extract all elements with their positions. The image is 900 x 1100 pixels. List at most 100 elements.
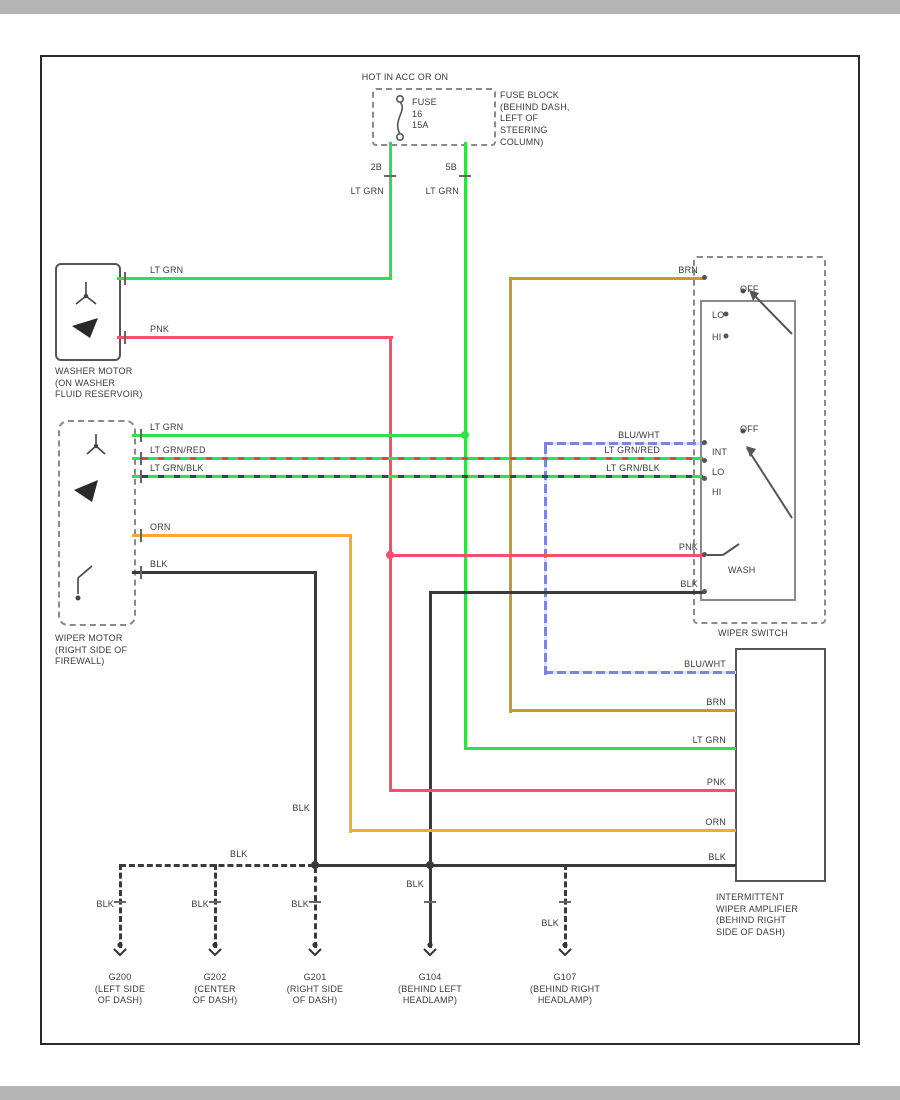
connector-tick	[140, 470, 142, 483]
wire-color-label: BLK	[680, 579, 698, 589]
wire-color-label: BLK	[150, 559, 168, 569]
wire-color-label: BLU/WHT	[618, 430, 660, 440]
wiper-motor-icon	[74, 434, 106, 601]
connector-tick	[140, 429, 142, 442]
wire-color-label: PNK	[678, 542, 698, 552]
wire-color-label: LT GRN	[692, 735, 726, 745]
fuse-label: FUSE 16 15A	[412, 97, 437, 131]
wire-blu-wht-to-amplifier	[544, 671, 736, 674]
amplifier-box	[735, 648, 826, 882]
diagram-frame	[40, 55, 860, 1045]
wire-blk-wiper-motor-ground-vertical	[314, 571, 317, 867]
wire-blk-drop-g107	[564, 864, 567, 948]
junction-dot	[461, 431, 469, 439]
ground-symbol-g104	[423, 942, 437, 957]
washer-motor-label: WASHER MOTOR (ON WASHER FLUID RESERVOIR)	[55, 366, 143, 400]
wire-orn-vertical	[349, 534, 352, 833]
switch-position-label: INT	[712, 447, 728, 457]
wiper-switch-label: WIPER SWITCH	[718, 628, 788, 638]
wire-pnk-to-amplifier	[389, 789, 736, 792]
letterbox-top	[0, 0, 900, 14]
connector-tick	[209, 901, 221, 903]
switch-position-label: OFF	[740, 284, 759, 294]
wire-blk-ground-bus-dashed	[120, 864, 314, 867]
ground-label-g104: G104 (BEHIND LEFT HEADLAMP)	[398, 972, 462, 1006]
connector-tick	[309, 901, 321, 903]
wire-color-label: LT GRN	[150, 422, 184, 432]
wire-blk-wiper-motor	[132, 571, 317, 574]
fuse-block-box	[372, 88, 496, 146]
switch-terminal	[702, 589, 707, 594]
connector-tick	[114, 901, 126, 903]
ground-label-g202: G202 (CENTER OF DASH)	[192, 972, 238, 1006]
wire-lt-grn-fuse-right-vertical	[464, 142, 467, 750]
switch-position-label: HI	[712, 487, 722, 497]
washer-pump-icon	[72, 282, 98, 338]
wire-lt-grn-to-amplifier	[464, 747, 736, 750]
connector-tick	[124, 331, 126, 344]
wire-color-label: LT GRN/BLK	[606, 463, 660, 473]
wire-blk-switch-ground	[429, 591, 705, 594]
hot-note: HOT IN ACC OR ON	[361, 72, 449, 82]
wire-orn-wiper-motor	[132, 534, 352, 537]
wire-lt-grn-fuse-left-vertical	[389, 142, 392, 280]
wire-color-label: ORN	[705, 817, 726, 827]
letterbox-bottom	[0, 1086, 900, 1100]
switch-position-label: LO	[712, 310, 725, 320]
switch-position-label: HI	[712, 332, 722, 342]
ground-label-g201: G201 (RIGHT SIDE OF DASH)	[286, 972, 344, 1006]
switch-position-label: LO	[712, 467, 725, 477]
wire-blk-ground-bus	[314, 864, 736, 867]
wire-lt-grn-wiper-motor	[132, 434, 468, 437]
wire-blk-drop-g201	[314, 867, 317, 948]
switch-terminal	[702, 552, 707, 557]
wire-color-label: PNK	[150, 324, 170, 334]
switch-terminal	[702, 476, 707, 481]
switch-terminal	[702, 440, 707, 445]
junction-dot	[426, 861, 434, 869]
connector-tick	[459, 175, 471, 177]
ground-symbol-g201	[308, 942, 322, 957]
wire-color-label: BRN	[678, 265, 698, 275]
wire-color-label: BLK	[191, 899, 209, 909]
ground-label-g107: G107 (BEHIND RIGHT HEADLAMP)	[529, 972, 601, 1006]
wire-blu-wht-vertical	[544, 442, 547, 675]
wire-brn-vertical	[509, 277, 512, 713]
fuse-block-note: FUSE BLOCK (BEHIND DASH, LEFT OF STEERIN…	[500, 90, 570, 147]
wire-brn-to-amplifier	[509, 709, 736, 712]
junction-dot	[311, 861, 319, 869]
ground-symbol-g107	[558, 942, 572, 957]
wire-pnk-vertical	[389, 336, 392, 792]
wire-color-label: BLK	[292, 803, 310, 813]
connector-tick	[424, 901, 436, 903]
wire-color-label: LT GRN	[350, 186, 384, 196]
wire-color-label: BRN	[706, 697, 726, 707]
amplifier-label: INTERMITTENT WIPER AMPLIFIER (BEHIND RIG…	[716, 892, 799, 938]
wire-color-label: BLK	[708, 852, 726, 862]
connector-label-right: 5B	[445, 162, 457, 172]
wiper-motor-label: WIPER MOTOR (RIGHT SIDE OF FIREWALL)	[55, 633, 128, 667]
wire-lt-grn-washer-motor	[117, 277, 392, 280]
wire-color-label: LT GRN/BLK	[150, 463, 204, 473]
wire-color-label: BLK	[406, 879, 424, 889]
wire-brn-to-switch	[509, 277, 705, 280]
ground-label-g200: G200 (LEFT SIDE OF DASH)	[94, 972, 146, 1006]
wire-color-label: BLK	[230, 849, 248, 859]
wiper-switch-contacts	[707, 288, 793, 556]
wiper-switch-inner-box	[700, 300, 796, 601]
wire-pnk-to-switch	[389, 554, 705, 557]
wire-lt-grn-blk-to-switch	[132, 475, 703, 478]
washer-motor-box	[55, 263, 121, 361]
wire-color-label: BLK	[541, 918, 559, 928]
wire-lt-grn-red-to-switch	[132, 457, 703, 460]
connector-tick	[140, 452, 142, 465]
connector-tick	[124, 272, 126, 285]
wire-blk-switch-ground-vertical	[429, 591, 432, 948]
junction-dot	[386, 551, 394, 559]
wire-blu-wht-to-switch	[544, 442, 705, 445]
ground-symbol-g200	[113, 942, 127, 957]
wire-color-label: ORN	[150, 522, 171, 532]
wire-color-label: BLK	[291, 899, 309, 909]
connector-tick	[384, 175, 396, 177]
